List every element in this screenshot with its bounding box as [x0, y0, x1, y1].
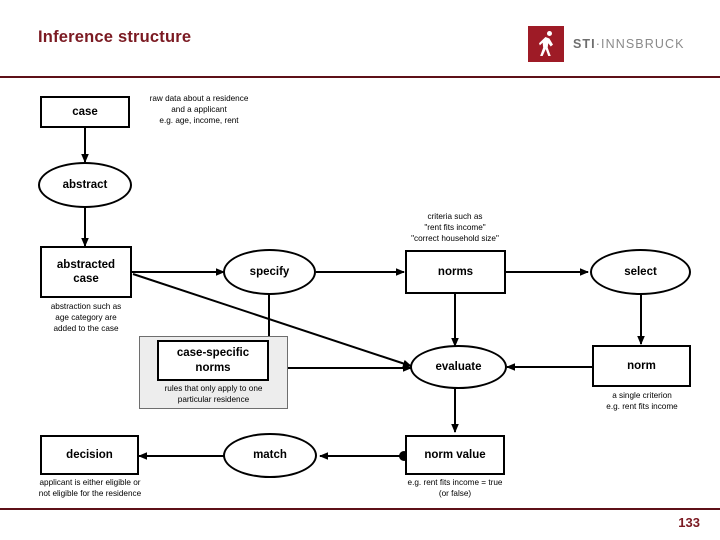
page-number: 133: [678, 515, 700, 530]
node-case-specific-norms[interactable]: case-specific norms: [157, 340, 269, 381]
node-decision[interactable]: decision: [40, 435, 139, 475]
caption-norms-line3: "correct household size": [411, 233, 499, 243]
node-norm-value[interactable]: norm value: [405, 435, 505, 475]
caption-case-line1: raw data about a residence: [149, 94, 249, 103]
node-abstracted-case-label-line1: abstracted: [56, 258, 116, 271]
caption-norm-line1: a single criterion: [612, 391, 672, 400]
caption-case-line2: and a applicant: [171, 104, 227, 114]
node-evaluate[interactable]: evaluate: [410, 345, 507, 389]
caption-abstracted-case-line2: age category are: [55, 312, 117, 322]
logo-wordmark-innsbruck: INNSBRUCK: [601, 37, 685, 51]
node-case[interactable]: case: [40, 96, 130, 128]
caption-norms-line2: "rent fits income": [424, 222, 486, 232]
node-select[interactable]: select: [590, 249, 691, 295]
caption-norms: criteria such as "rent fits income" "cor…: [385, 212, 525, 244]
sti-person-head: [547, 31, 552, 36]
caption-norms-line1: criteria such as: [427, 212, 483, 221]
caption-norm-value: e.g. rent fits income = true (or false): [381, 478, 529, 500]
node-match[interactable]: match: [223, 433, 317, 478]
caption-decision-line2: not eligible for the residence: [38, 488, 142, 498]
logo-wordmark-sti: STI: [573, 37, 596, 51]
logo-wordmark: STI·INNSBRUCK: [573, 37, 685, 51]
caption-abstracted-case-line3: added to the case: [53, 323, 119, 333]
inference-structure-diagram: case abstract abstracted case specify no…: [0, 78, 720, 508]
node-norms[interactable]: norms: [405, 250, 506, 294]
caption-abstracted-case: abstraction such as age category are add…: [22, 302, 150, 334]
caption-norm-line2: e.g. rent fits income: [606, 401, 678, 411]
caption-case-specific-norms: rules that only apply to one particular …: [144, 384, 283, 406]
sti-person-icon: [528, 26, 564, 62]
caption-norm: a single criterion e.g. rent fits income: [578, 391, 706, 413]
node-specify[interactable]: specify: [223, 249, 316, 295]
node-abstracted-case[interactable]: abstracted case: [40, 246, 132, 298]
caption-decision-line1: applicant is either eligible or: [39, 478, 141, 487]
page-title: Inference structure: [38, 28, 192, 46]
caption-case-specific-norms-line1: rules that only apply to one: [164, 384, 263, 393]
caption-case: raw data about a residence and a applica…: [133, 94, 265, 126]
caption-norm-value-line1: e.g. rent fits income = true: [407, 478, 503, 487]
logo-wordmark-separator: ·: [595, 37, 602, 51]
caption-decision: applicant is either eligible or not elig…: [14, 478, 166, 500]
node-case-specific-norms-label-line2: norms: [195, 361, 231, 374]
node-abstracted-case-label-line2: case: [73, 273, 99, 285]
edge-abstracted-case-to-evaluate: [132, 273, 412, 368]
caption-abstracted-case-line1: abstraction such as: [50, 302, 122, 311]
caption-case-specific-norms-line2: particular residence: [177, 394, 250, 404]
header-divider: [0, 76, 720, 78]
diagram-edges: [81, 128, 645, 461]
caption-norm-value-line2: (or false): [438, 488, 472, 498]
sti-person-body: [539, 37, 553, 56]
node-norm[interactable]: norm: [592, 345, 691, 387]
sti-innsbruck-logo: STI·INNSBRUCK: [528, 24, 696, 64]
node-abstract[interactable]: abstract: [38, 162, 132, 208]
footer-divider: [0, 508, 720, 510]
node-case-specific-norms-label-line1: case-specific: [176, 347, 250, 360]
caption-case-line3: e.g. age, income, rent: [159, 115, 239, 125]
